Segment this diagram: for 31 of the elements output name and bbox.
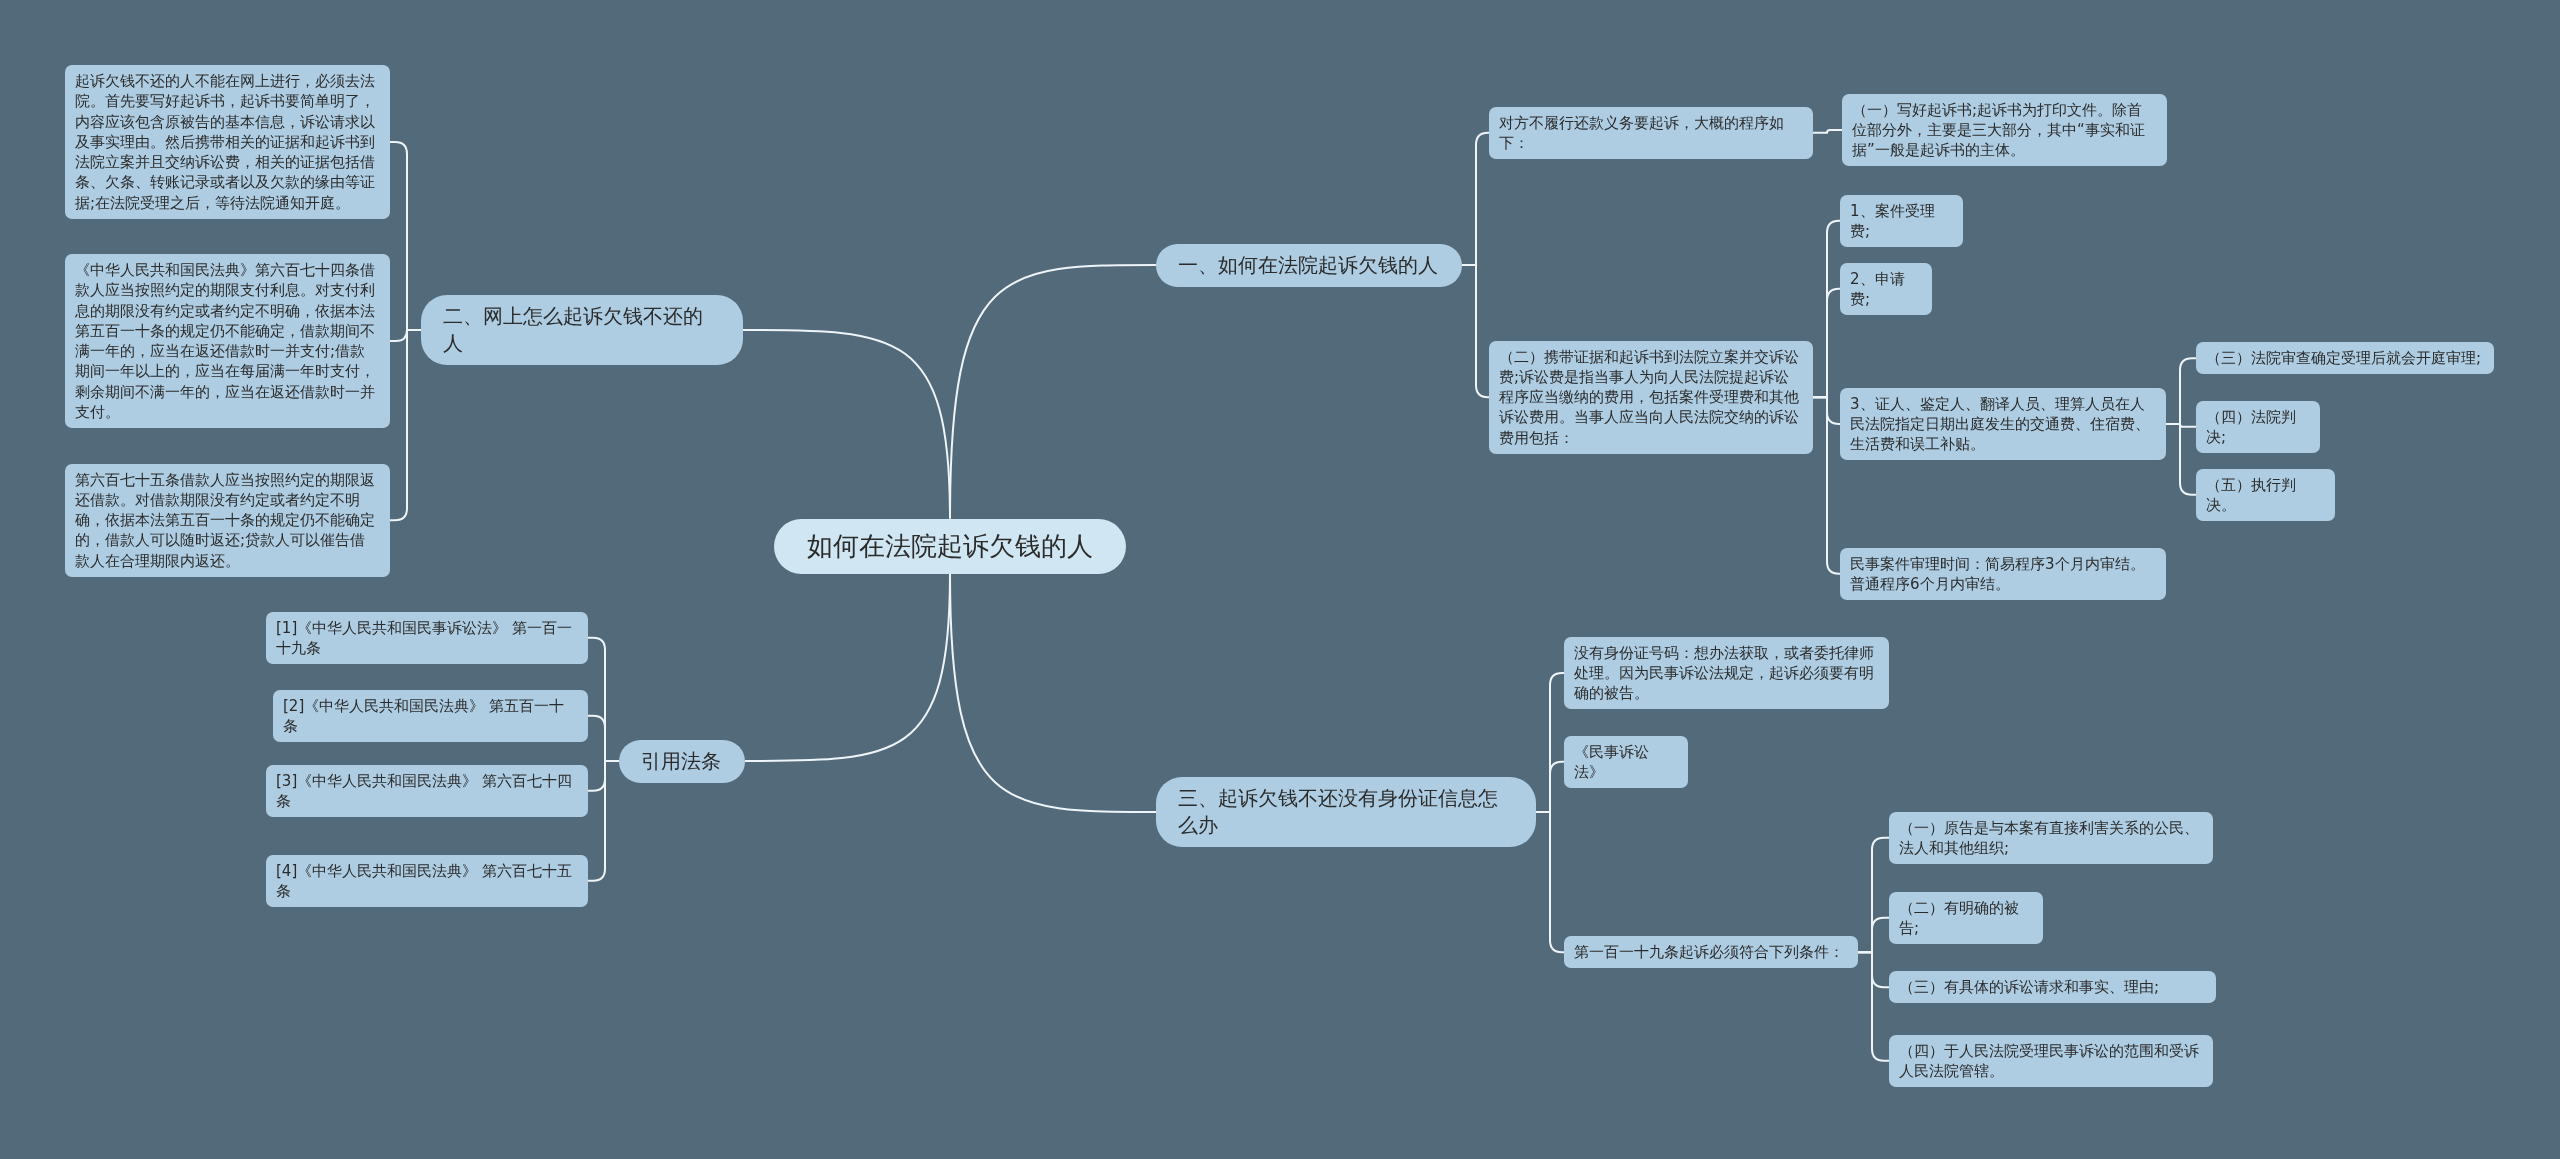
subtopic-box: 第六百七十五条借款人应当按照约定的期限返还借款。对借款期限没有约定或者约定不明确，依据本法第五百一十条的规定仍不能确定的，借款人可以随时返还;贷款人可以催告借款人在合理期限内返还。 [65,463,390,577]
subtopic-box: 没有身份证号码：想办法获取，或者委托律师处理。因为民事诉讼法规定，起诉必须要有明确的被告。 [1564,636,1889,710]
subtopic-box: 对方不履行还款义务要起诉，大概的程序如下： [1489,106,1813,159]
subtopic-box: 民事案件审理时间：简易程序3个月内审结。普通程序6个月内审结。 [1840,547,2166,600]
branch-topic: 二、网上怎么起诉欠钱不还的人 [421,295,743,365]
subtopic-box: （一）原告是与本案有直接利害关系的公民、法人和其他组织; [1889,811,2213,864]
subtopic-box: 《民事诉讼法》 [1564,735,1688,788]
subtopic-box: 起诉欠钱不还的人不能在网上进行，必须去法院。首先要写好起诉书，起诉书要简单明了，内容应该包含原被告的基本信息，诉讼请求以及事实理由。然后携带相关的证据和起诉书到法院立案并且交纳诉讼费，相关的证据包括借条、欠条、转账记录或者以及欠款的缘由等证据;在法院受理之后，等待法院通知开庭。 [65,65,390,219]
subtopic-box: 第一百一十九条起诉必须符合下列条件： [1564,936,1858,969]
subtopic-box: 2、申请费; [1840,262,1932,315]
subtopic-box: [2]《中华人民共和国民法典》 第五百一十条 [273,689,588,742]
subtopic-box: 1、案件受理费; [1840,194,1963,247]
branch-topic: 一、如何在法院起诉欠钱的人 [1156,243,1462,287]
subtopic-box: [3]《中华人民共和国民法典》 第六百七十四条 [266,764,588,817]
subtopic-box: 《中华人民共和国民法典》第六百七十四条借款人应当按照约定的期限支付利息。对支付利息的期限没有约定或者约定不明确，依据本法第五百一十条的规定仍不能确定，借款期间不满一年的，应当在返还借款时一并支付;借款期间一年以上的，应当在每届满一年时支付，剩余期间不满一年的，应当在返还借款时一并支付。 [65,254,390,428]
subtopic-box: （二）携带证据和起诉书到法院立案并交诉讼费;诉讼费是指当事人为向人民法院提起诉讼程序应当缴纳的费用，包括案件受理费和其他诉讼费用。当事人应当向人民法院交纳的诉讼费用包括： [1489,340,1813,454]
subtopic-box: （二）有明确的被告; [1889,891,2043,944]
branch-topic: 三、起诉欠钱不还没有身份证信息怎么办 [1156,777,1536,847]
subtopic-box: [4]《中华人民共和国民法典》 第六百七十五条 [266,854,588,907]
branch-topic: 引用法条 [619,739,745,783]
subtopic-box: （五）执行判决。 [2196,468,2335,521]
subtopic-box: 3、证人、鉴定人、翻译人员、理算人员在人民法院指定日期出庭发生的交通费、住宿费、生活费和误工补贴。 [1840,387,2166,461]
central-topic: 如何在法院起诉欠钱的人 [774,518,1126,574]
subtopic-box: （三）法院审查确定受理后就会开庭审理; [2196,342,2494,375]
subtopic-box: [1]《中华人民共和国民事诉讼法》 第一百一十九条 [266,611,588,664]
subtopic-box: （一）写好起诉书;起诉书为打印文件。除首位部分外，主要是三大部分，其中“事实和证据”一般是起诉书的主体。 [1842,93,2167,167]
connector-line [1812,128,1843,134]
subtopic-box: （四）于人民法院受理民事诉讼的范围和受诉人民法院管辖。 [1889,1034,2213,1087]
subtopic-box: （三）有具体的诉讼请求和事实、理由; [1889,971,2216,1004]
connector-line [1812,396,1841,575]
subtopic-box: （四）法院判决; [2196,400,2320,453]
